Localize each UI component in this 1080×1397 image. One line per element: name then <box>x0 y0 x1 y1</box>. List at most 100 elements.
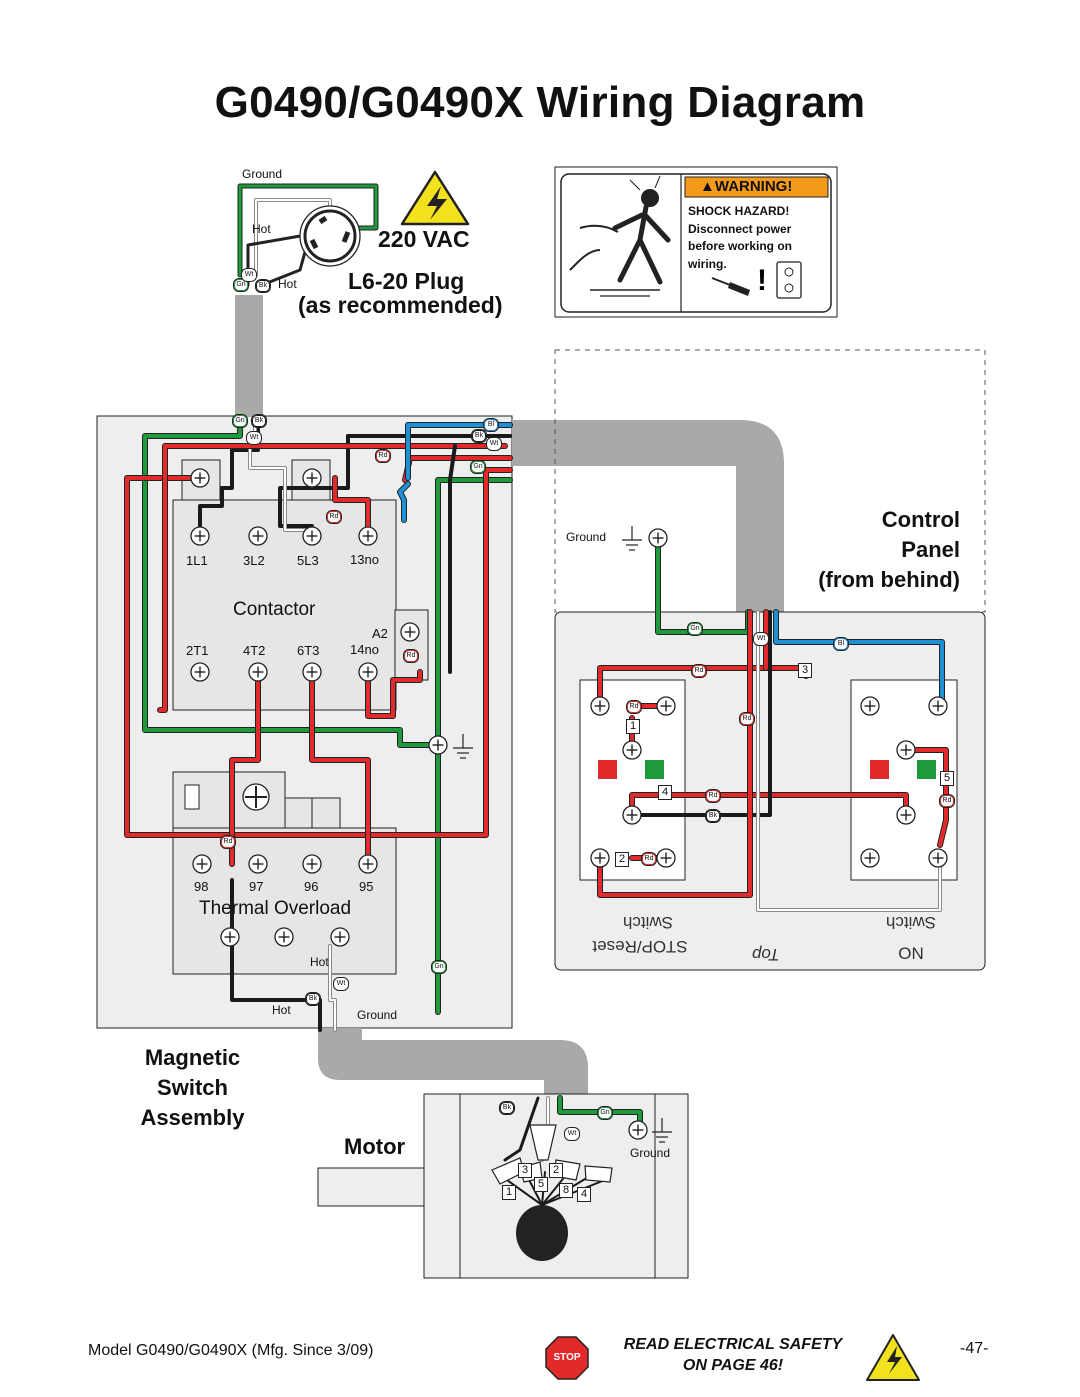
plug-hot-label: Hot <box>278 277 297 291</box>
wire-tag-wt: Wt <box>333 977 349 991</box>
wire-number: 1 <box>626 719 640 734</box>
wire-tag-rd: Rd <box>626 700 642 714</box>
page-number: -47- <box>960 1340 989 1357</box>
wire-tag-rd: Rd <box>939 794 955 808</box>
wire-tag-wt: Wt <box>564 1127 580 1141</box>
stop-sign-icon <box>545 1336 589 1380</box>
wire-number: 5 <box>534 1177 548 1192</box>
wire-tag-wt: Wt <box>241 268 257 282</box>
terminal-label: 5L3 <box>297 553 319 568</box>
terminal-label: 1L1 <box>186 553 208 568</box>
wire-tag-rd: Rd <box>375 449 391 463</box>
wire-tag-rd: Rd <box>739 712 755 726</box>
wire-tag-bk: Bk <box>499 1101 515 1115</box>
contactor-screw <box>190 468 210 488</box>
wire-number: 4 <box>577 1187 591 1202</box>
plug-type-label: L6-20 Plug <box>348 268 465 294</box>
control-ground-label: Ground <box>566 530 607 544</box>
wire-tag-bk: Bk <box>471 429 487 443</box>
svg-text:!: ! <box>757 264 767 297</box>
wire-tag-rd: Rd <box>403 649 419 663</box>
magnetic-switch-label: Magnetic Switch Assembly <box>140 1045 245 1130</box>
wire-tag-bk: Bk <box>705 809 721 823</box>
motor-outlet <box>516 1205 568 1261</box>
wire-tag-gn: Gn <box>470 460 486 474</box>
wire-number: 1 <box>502 1185 516 1200</box>
terminal-label: 96 <box>304 879 319 894</box>
terminal-label: 3L2 <box>243 553 265 568</box>
motor-label: Motor <box>344 1134 406 1159</box>
terminal-label: 14no <box>350 642 379 657</box>
warning-triangle-icon <box>400 170 470 226</box>
wire-tag-wt: Wt <box>753 632 769 646</box>
wire-tag-gn: Gn <box>687 622 703 636</box>
wire-tag-rd: Rd <box>220 835 236 849</box>
ground-label: Ground <box>357 1008 398 1022</box>
wire-number: 3 <box>798 663 812 678</box>
overload-label: Thermal Overload <box>199 898 352 919</box>
wire-number: 3 <box>518 1163 532 1178</box>
wire-tag-bl: Bl <box>833 637 849 651</box>
wire-tag-rd: Rd <box>705 789 721 803</box>
on-switch-label: Switch <box>885 913 937 932</box>
overload-block <box>172 827 397 975</box>
coil-label: A2 <box>372 626 388 641</box>
wire-tag-rd: Rd <box>641 852 657 866</box>
plug-ground-label: Ground <box>242 167 283 181</box>
shock-person-icon <box>569 175 671 297</box>
warning-line: before working on <box>688 239 793 253</box>
wire-number: 8 <box>559 1183 573 1198</box>
safety-note: READ ELECTRICAL SAFETY ON PAGE 46! <box>623 1336 843 1374</box>
l6-20-plug-icon <box>299 205 361 267</box>
hot-label: Hot <box>272 1003 291 1017</box>
terminal-label: 98 <box>194 879 209 894</box>
wire-tag-wt: Wt <box>246 431 262 445</box>
page-title: G0490/G0490X Wiring Diagram <box>214 78 866 127</box>
wire-tag-bl: Bl <box>483 418 499 432</box>
stop-sign-label: STOP <box>553 1352 581 1363</box>
wire-tag-rd: Rd <box>691 664 707 678</box>
wire-number: 4 <box>658 785 672 800</box>
terminal-label: 95 <box>359 879 374 894</box>
wire-number: 5 <box>940 771 954 786</box>
wire-tag-gn: Gn <box>431 960 447 974</box>
motor-shaft <box>317 1167 427 1207</box>
terminal-label: 6T3 <box>297 643 320 658</box>
wire-tag-gn: Gn <box>597 1106 613 1120</box>
stop-switch-label: STOP/Reset <box>592 937 688 956</box>
terminal-label: 13no <box>350 552 379 567</box>
motor-ground-label: Ground <box>630 1146 671 1160</box>
warning-header: ▲WARNING! <box>700 178 793 195</box>
wire-tag-wt: Wt <box>486 437 502 451</box>
top-label: Top <box>752 945 780 964</box>
unplug-icon: ! <box>711 261 802 299</box>
voltage-label: 220 VAC <box>378 226 470 252</box>
wire-tag-gn: Gn <box>232 414 248 428</box>
wire-tag-bk: Bk <box>255 279 271 293</box>
footer-model: Model G0490/G0490X (Mfg. Since 3/09) <box>88 1342 374 1359</box>
control-panel-label: Control Panel (from behind) <box>818 507 960 592</box>
motor-conduit <box>318 1028 588 1096</box>
terminal-label: 2T1 <box>186 643 209 658</box>
warning-line: wiring. <box>688 257 727 271</box>
wire-tag-bk: Bk <box>251 414 267 428</box>
on-button <box>917 760 936 779</box>
stop-button <box>598 760 617 779</box>
warning-panel: ! <box>554 166 838 318</box>
terminal-label: 4T2 <box>243 643 266 658</box>
warning-line: SHOCK HAZARD! <box>688 204 790 218</box>
wire-tag-rd: Rd <box>326 510 342 524</box>
on-switch-label: ON <box>898 944 924 963</box>
wire-tag-bk: Bk <box>305 992 321 1006</box>
control-conduit <box>512 420 784 612</box>
contactor-label: Contactor <box>233 599 316 620</box>
plug-note: (as recommended) <box>298 292 503 318</box>
terminal-label: 97 <box>249 879 264 894</box>
wire-number: 2 <box>615 852 629 867</box>
power-cord-conduit <box>235 295 263 417</box>
warning-triangle-icon <box>866 1334 920 1381</box>
stop-switch-label: Switch <box>622 913 674 932</box>
warning-line: Disconnect power <box>688 222 792 236</box>
wire-number: 2 <box>549 1163 563 1178</box>
